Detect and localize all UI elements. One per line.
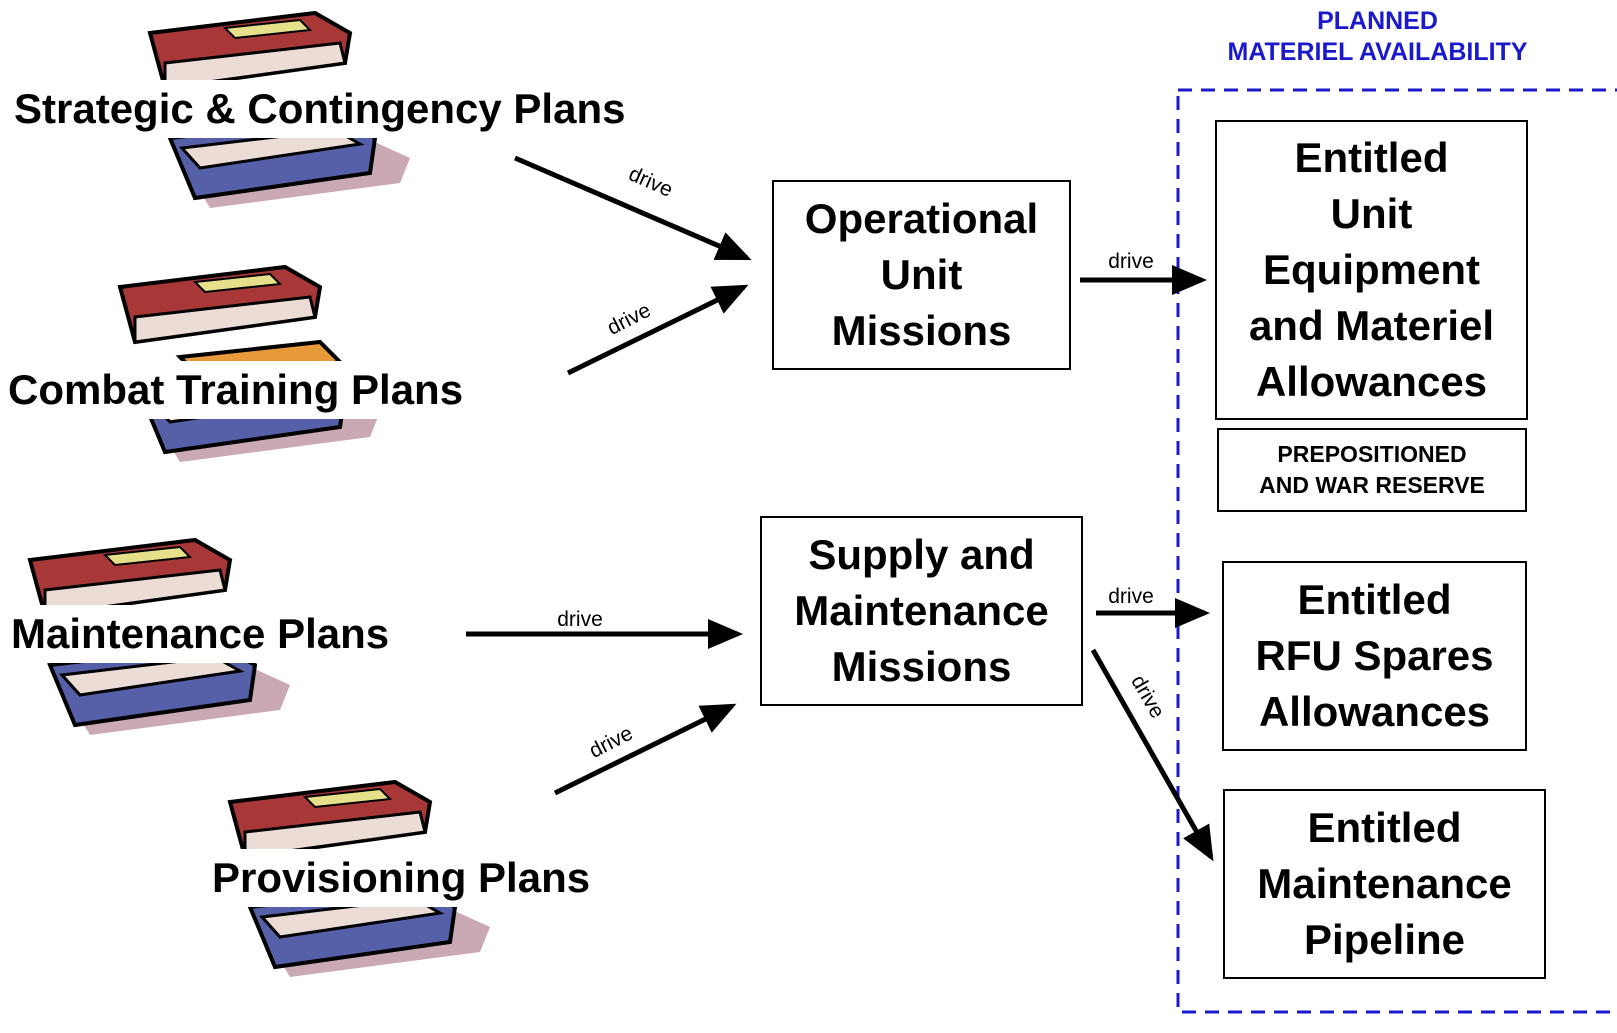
- box-line: RFU Spares: [1255, 632, 1494, 679]
- box-line: Entitled: [1297, 576, 1452, 623]
- supply-maintenance-missions-box: Supply and Maintenance Missions: [760, 516, 1083, 706]
- arrow-supply-to-pipeline: [1090, 648, 1214, 862]
- box-line: Unit: [880, 251, 963, 298]
- box-line: and Materiel: [1248, 302, 1495, 349]
- drive-label: drive: [1108, 585, 1154, 608]
- box-line: Entitled: [1294, 134, 1449, 181]
- combat-training-plans-label: Combat Training Plans: [2, 361, 470, 419]
- drive-label: drive: [625, 162, 676, 202]
- maintenance-pipeline-box: Entitled Maintenance Pipeline: [1223, 789, 1546, 979]
- arrow-combat-to-operational: [566, 284, 749, 376]
- box-line: Pipeline: [1303, 916, 1466, 963]
- availability-title-line: MATERIEL AVAILABILITY: [1227, 38, 1528, 66]
- box-line: Entitled: [1307, 804, 1462, 851]
- box-line: Operational: [804, 195, 1039, 242]
- box-line: Maintenance: [1257, 860, 1512, 907]
- unit-equipment-allowances-box: Entitled Unit Equipment and Materiel All…: [1215, 120, 1528, 420]
- box-line: AND WAR RESERVE: [1259, 472, 1485, 498]
- box-line: Missions: [831, 307, 1012, 354]
- box-line: PREPOSITIONED: [1277, 441, 1467, 467]
- maintenance-plans-label: Maintenance Plans: [5, 605, 396, 663]
- box-line: Maintenance: [794, 587, 1049, 634]
- prepositioned-war-reserve-box: PREPOSITIONED AND WAR RESERVE: [1217, 428, 1527, 512]
- drive-label: drive: [1108, 250, 1154, 273]
- box-line: Supply and: [808, 531, 1035, 578]
- operational-unit-missions-box: Operational Unit Missions: [772, 180, 1071, 370]
- box-line: Missions: [831, 643, 1012, 690]
- rfu-spares-allowances-box: Entitled RFU Spares Allowances: [1222, 561, 1527, 751]
- box-line: Equipment: [1263, 246, 1480, 293]
- box-line: Unit: [1330, 190, 1413, 237]
- arrow-provisioning-to-supply: [553, 703, 737, 796]
- arrow-strategic-to-operational: [514, 155, 752, 261]
- availability-title: PLANNED MATERIEL AVAILABILITY: [1185, 6, 1570, 68]
- drive-label: drive: [1126, 671, 1169, 722]
- strategic-plans-label: Strategic & Contingency Plans: [8, 80, 632, 138]
- provisioning-plans-label: Provisioning Plans: [206, 849, 597, 907]
- availability-title-line: PLANNED: [1317, 7, 1438, 35]
- drive-label: drive: [557, 608, 603, 631]
- box-line: Allowances: [1258, 688, 1491, 735]
- box-line: Allowances: [1255, 358, 1488, 405]
- availability-frame: [1176, 88, 1617, 1014]
